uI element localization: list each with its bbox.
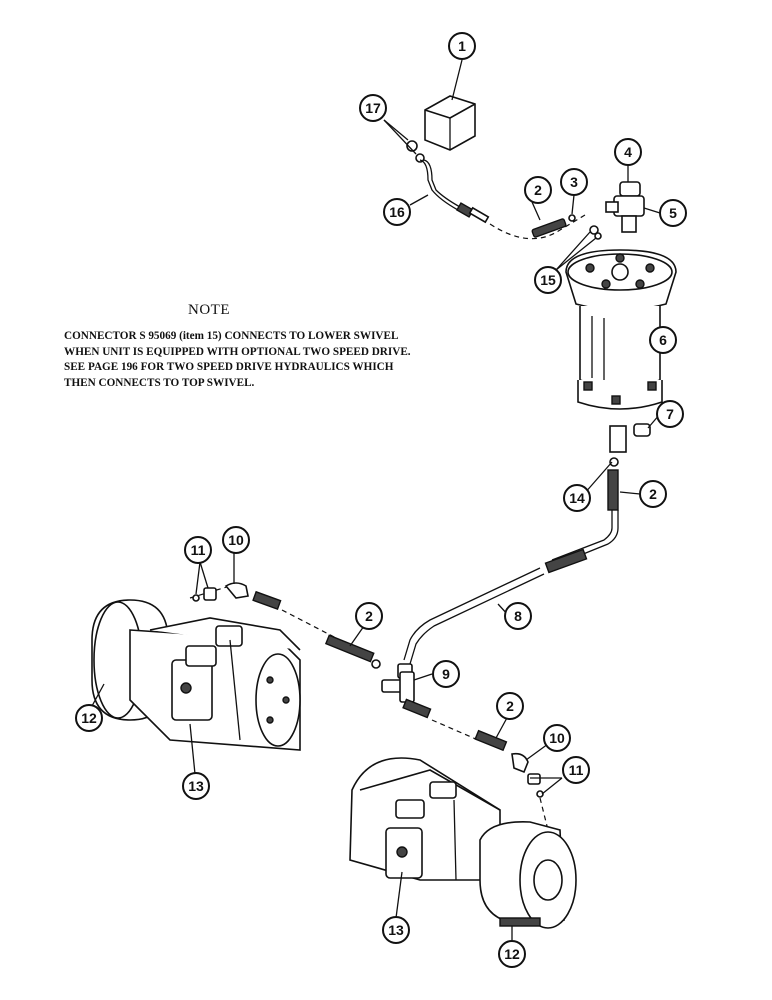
callout-2-middle: 2: [355, 602, 383, 630]
callout-12-left: 12: [75, 704, 103, 732]
callout-5-label: 5: [669, 205, 677, 221]
note-block: NOTE CONNECTOR S 95069 (item 15) CONNECT…: [64, 302, 464, 391]
callout-10-left-label: 10: [228, 532, 244, 548]
callout-14-label: 14: [569, 490, 585, 506]
part-motor-right: [349, 757, 577, 929]
callout-7-label: 7: [666, 406, 674, 422]
callout-17: 17: [359, 94, 387, 122]
note-line-2: WHEN UNIT IS EQUIPPED WITH OPTIONAL TWO …: [64, 345, 411, 358]
callout-9: 9: [432, 660, 460, 688]
callout-2-top-label: 2: [534, 182, 542, 198]
note-line-4: THEN CONNECTS TO TOP SWIVEL.: [64, 376, 255, 389]
callout-15-label: 15: [540, 272, 556, 288]
callout-1: 1: [448, 32, 476, 60]
callout-5: 5: [659, 199, 687, 227]
callout-4: 4: [614, 138, 642, 166]
callout-11-left-label: 11: [191, 542, 206, 558]
callout-2-top: 2: [524, 176, 552, 204]
part-hose-vertical: [544, 457, 619, 574]
note-line-1: CONNECTOR S 95069 (item 15) CONNECTS TO …: [64, 330, 399, 342]
note-line-3: SEE PAGE 196 FOR TWO SPEED DRIVE HYDRAUL…: [64, 361, 394, 373]
callout-2-right: 2: [639, 480, 667, 508]
callout-12-right: 12: [498, 940, 526, 968]
callout-15: 15: [534, 266, 562, 294]
callout-2-right-label: 2: [649, 486, 657, 502]
callout-1-label: 1: [458, 38, 466, 54]
callout-2-middle-label: 2: [365, 608, 373, 624]
callout-8: 8: [504, 602, 532, 630]
callout-3: 3: [560, 168, 588, 196]
callout-3-label: 3: [570, 174, 578, 190]
callout-11-right-label: 11: [569, 762, 584, 778]
callout-6-label: 6: [659, 332, 667, 348]
part-elbow-7: [609, 423, 651, 453]
callout-10-right: 10: [543, 724, 571, 752]
callout-16-label: 16: [389, 204, 405, 220]
callout-4-label: 4: [624, 144, 632, 160]
part-swivel-housing: [565, 249, 677, 410]
callout-2-lower-label: 2: [506, 698, 514, 714]
callout-12-left-label: 12: [81, 710, 97, 726]
callout-6: 6: [649, 326, 677, 354]
part-motor-left: [91, 599, 301, 751]
callout-10-left: 10: [222, 526, 250, 554]
callout-9-label: 9: [442, 666, 450, 682]
callout-10-right-label: 10: [549, 730, 565, 746]
callout-17-label: 17: [365, 100, 381, 116]
callout-14: 14: [563, 484, 591, 512]
callout-13-left: 13: [182, 772, 210, 800]
note-title: NOTE: [188, 302, 230, 318]
part-swivel-fitting: [589, 181, 645, 240]
callout-13-right-label: 13: [388, 922, 404, 938]
callout-13-right: 13: [382, 916, 410, 944]
callout-11-left: 11: [184, 536, 212, 564]
callout-16: 16: [383, 198, 411, 226]
part-valve-box: [424, 95, 476, 151]
part-tube-16: [406, 140, 586, 240]
callout-11-right: 11: [562, 756, 590, 784]
callout-12-right-label: 12: [504, 946, 520, 962]
callout-8-label: 8: [514, 608, 522, 624]
callout-2-lower: 2: [496, 692, 524, 720]
callout-13-left-label: 13: [188, 778, 204, 794]
part-tee-9: [381, 671, 415, 703]
callout-7: 7: [656, 400, 684, 428]
part-hose-top: [531, 214, 576, 238]
